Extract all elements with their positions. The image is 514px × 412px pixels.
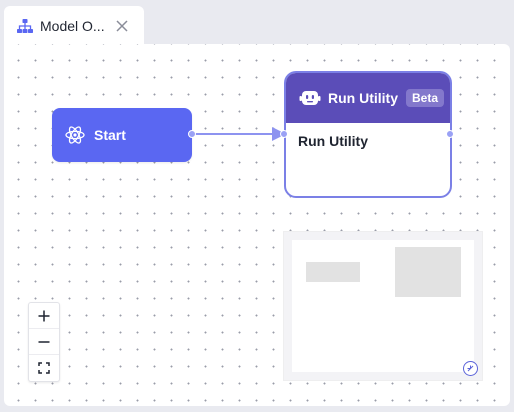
minimap-node-run-utility bbox=[395, 247, 461, 297]
atom-icon bbox=[64, 124, 86, 146]
fit-view-icon bbox=[38, 362, 50, 374]
close-icon[interactable] bbox=[114, 18, 130, 34]
minimap-viewport bbox=[292, 240, 474, 372]
tab-bar: Model O... bbox=[0, 0, 514, 46]
minus-icon bbox=[38, 340, 50, 343]
robot-icon bbox=[298, 86, 322, 110]
start-node-source-handle[interactable] bbox=[188, 130, 196, 138]
run-utility-node-target-handle[interactable] bbox=[280, 130, 288, 138]
flow-canvas[interactable]: Start Run Utility Beta Run Utility bbox=[4, 44, 510, 406]
run-utility-node-body: Run Utility bbox=[298, 133, 368, 149]
run-utility-node[interactable]: Run Utility Beta Run Utility bbox=[284, 71, 452, 198]
run-utility-node-title: Run Utility bbox=[328, 90, 398, 106]
zoom-out-button[interactable] bbox=[29, 329, 59, 355]
start-node[interactable]: Start bbox=[52, 108, 192, 162]
fit-view-button[interactable] bbox=[29, 355, 59, 381]
zoom-in-button[interactable] bbox=[29, 303, 59, 329]
start-node-label: Start bbox=[94, 127, 126, 143]
edge-start-to-run-utility[interactable] bbox=[4, 44, 510, 406]
minimap[interactable] bbox=[283, 231, 483, 381]
plus-icon bbox=[38, 310, 50, 321]
run-utility-node-header: Run Utility Beta bbox=[286, 73, 450, 123]
minimap-node-start bbox=[306, 262, 360, 282]
hierarchy-icon bbox=[16, 17, 34, 35]
tab-title: Model O... bbox=[40, 18, 105, 34]
tab-model-o[interactable]: Model O... bbox=[4, 6, 144, 46]
beta-badge: Beta bbox=[406, 89, 445, 107]
run-utility-node-source-handle[interactable] bbox=[446, 130, 454, 138]
react-flow-logo-icon[interactable] bbox=[463, 361, 478, 376]
zoom-controls bbox=[28, 302, 60, 382]
